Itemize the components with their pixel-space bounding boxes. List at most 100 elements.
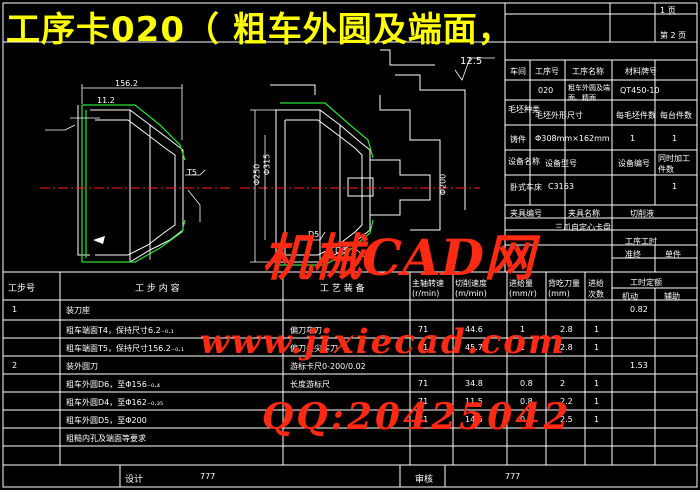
info-equip-no-label: 设备编号 (618, 159, 650, 168)
table-cell-times: 1 (594, 343, 600, 352)
dim-d5: D5 (308, 230, 320, 239)
table-cell-t1: 0.82 (630, 305, 648, 314)
info-unit-label: 单件 (665, 250, 681, 259)
info-setup-label: 准终 (625, 250, 641, 259)
dim-11-2: 11.2 (97, 96, 115, 105)
table-cell-feed: 1 (520, 343, 526, 352)
col-feed: 进给量 (mm/r) (509, 279, 537, 298)
info-per-blank-value: 1 (630, 134, 636, 143)
table-cell-equip: 游标卡尺0-200/0.02 (290, 362, 366, 371)
page-title: 工序卡020（ 粗车外圆及端面， (6, 10, 513, 50)
info-equip-model-value: C3163 (548, 182, 574, 191)
col-equip: 工 艺 装 备 (320, 284, 365, 294)
info-equip-name-value: 卧式车床 (510, 183, 542, 192)
table-cell-no: 1 (12, 305, 18, 314)
info-coolant-label: 切削液 (630, 209, 654, 218)
info-material-value: QT450-10 (620, 86, 660, 95)
info-opno-label: 工序号 (535, 67, 559, 76)
info-blank-size-label: 毛坯外形尺寸 (535, 111, 583, 120)
table-cell-content: 粗车外圆D4，至Φ162₋₀.₃₅ (66, 398, 164, 407)
info-blank-size-value: Φ308mm×162mm (535, 134, 610, 143)
table-cell-speed: 71 (418, 325, 429, 334)
dim-d6: D6 (335, 246, 347, 255)
page-total: 1 页 (660, 6, 676, 15)
table-cell-vel: 45.7 (465, 343, 483, 352)
watermark-url: www.jixiecad.com (200, 322, 566, 362)
info-blank-type-label: 毛坯种类 (508, 105, 540, 114)
table-cell-vel: 11.5 (465, 397, 483, 406)
footer-design-label: 设计 (125, 475, 144, 485)
info-per-unit-value: 1 (672, 134, 678, 143)
table-cell-feed: 0.8 (520, 397, 533, 406)
table-cell-speed: 71 (418, 397, 429, 406)
table-cell-speed: 71 (418, 415, 429, 424)
info-workshop-label: 车间 (510, 67, 526, 76)
table-cell-content: 装刀座 (66, 306, 90, 315)
table-cell-equip: 偏刀头尖车刀 (290, 344, 338, 353)
table-cell-depth: 2.8 (560, 325, 573, 334)
info-simul-label: 同时加工件数 (658, 154, 690, 174)
table-cell-depth: 2.8 (560, 343, 573, 352)
table-cell-equip: 偏刀车刀 (290, 326, 322, 335)
table-cell-times: 1 (594, 397, 600, 406)
info-per-blank-label: 每毛坯件数 (616, 111, 656, 120)
col-time-aux: 辅助 (664, 292, 680, 301)
roughness-symbol: 12.5 (460, 56, 483, 67)
table-cell-content: 粗糙内孔及端面等要求 (66, 434, 146, 443)
table-cell-speed: 71 (418, 343, 429, 352)
table-cell-no: 2 (12, 361, 18, 370)
table-cell-t1: 1.53 (630, 361, 648, 370)
info-fixture-name-value: 三爪自定心卡盘 (555, 223, 611, 232)
col-cut-speed: 切削速度 (m/min) (455, 279, 487, 298)
table-cell-content: 粗车端面T4，保持尺寸6.2₋₀.₁ (66, 326, 174, 335)
dim-phi250: Φ250 (252, 163, 262, 186)
table-cell-times: 1 (594, 415, 600, 424)
watermark-qq: QQ:20425042 (262, 396, 572, 438)
table-cell-content: 粗车外圆D5，至Φ200 (66, 416, 147, 425)
info-opno-value: 020 (538, 86, 554, 95)
info-fixture-name-label: 夹具名称 (568, 209, 600, 218)
table-cell-speed: 71 (418, 379, 429, 388)
info-equip-model-label: 设备型号 (545, 159, 577, 168)
col-depth: 背吃刀量 (mm) (548, 279, 580, 298)
table-cell-times: 1 (594, 379, 600, 388)
dim-phi200: Φ200 (438, 173, 448, 196)
info-fixture-no-label: 夹具编号 (510, 209, 542, 218)
col-spindle: 主轴转速 (r/min) (412, 279, 444, 298)
table-cell-depth: 2.2 (560, 397, 573, 406)
page-number: 第 2 页 (660, 31, 687, 40)
dim-phi315: Φ315 (262, 153, 272, 176)
info-optime-label: 工序工时 (625, 237, 657, 246)
footer-review-value: 777 (505, 472, 521, 481)
info-per-unit-label: 每台件数 (660, 111, 692, 120)
col-time-quota: 工时定额 (630, 278, 662, 287)
table-cell-content: 粗车外圆D6，至Φ156₋₀.₄ (66, 380, 160, 389)
table-cell-vel: 34.8 (465, 379, 483, 388)
info-opname-label: 工序名称 (572, 67, 604, 76)
info-opname-value: 粗车外圆及端面、精面 (568, 84, 610, 102)
col-passes: 进给次数 (588, 279, 604, 299)
footer-review-label: 审核 (415, 475, 434, 485)
table-cell-equip: 长度游标尺 (290, 380, 330, 389)
table-cell-content: 装外圆刀 (66, 362, 98, 371)
table-cell-vel: 14.5 (465, 415, 483, 424)
table-cell-feed: 0.8 (520, 415, 533, 424)
table-cell-depth: 2.5 (560, 415, 573, 424)
table-cell-content: 粗车端面T5，保持尺寸156.2₋₀.₁ (66, 344, 185, 353)
footer-design-value: 777 (200, 472, 216, 481)
info-blank-type-value: 铸件 (510, 135, 526, 144)
col-time-machine: 机动 (622, 292, 638, 301)
col-step-content: 工 步 内 容 (135, 284, 180, 294)
watermark-brand: 机械CAD网 (262, 228, 534, 287)
dim-t5: T5 (187, 168, 197, 177)
table-cell-vel: 44.6 (465, 325, 483, 334)
info-simul-value: 1 (672, 182, 678, 191)
info-equip-name-label: 设备名称 (508, 157, 540, 166)
dim-156-2: 156.2 (115, 79, 138, 88)
col-step-no: 工步号 (8, 284, 36, 294)
table-cell-times: 1 (594, 325, 600, 334)
table-cell-feed: 0.8 (520, 379, 533, 388)
table-cell-depth: 2 (560, 379, 566, 388)
